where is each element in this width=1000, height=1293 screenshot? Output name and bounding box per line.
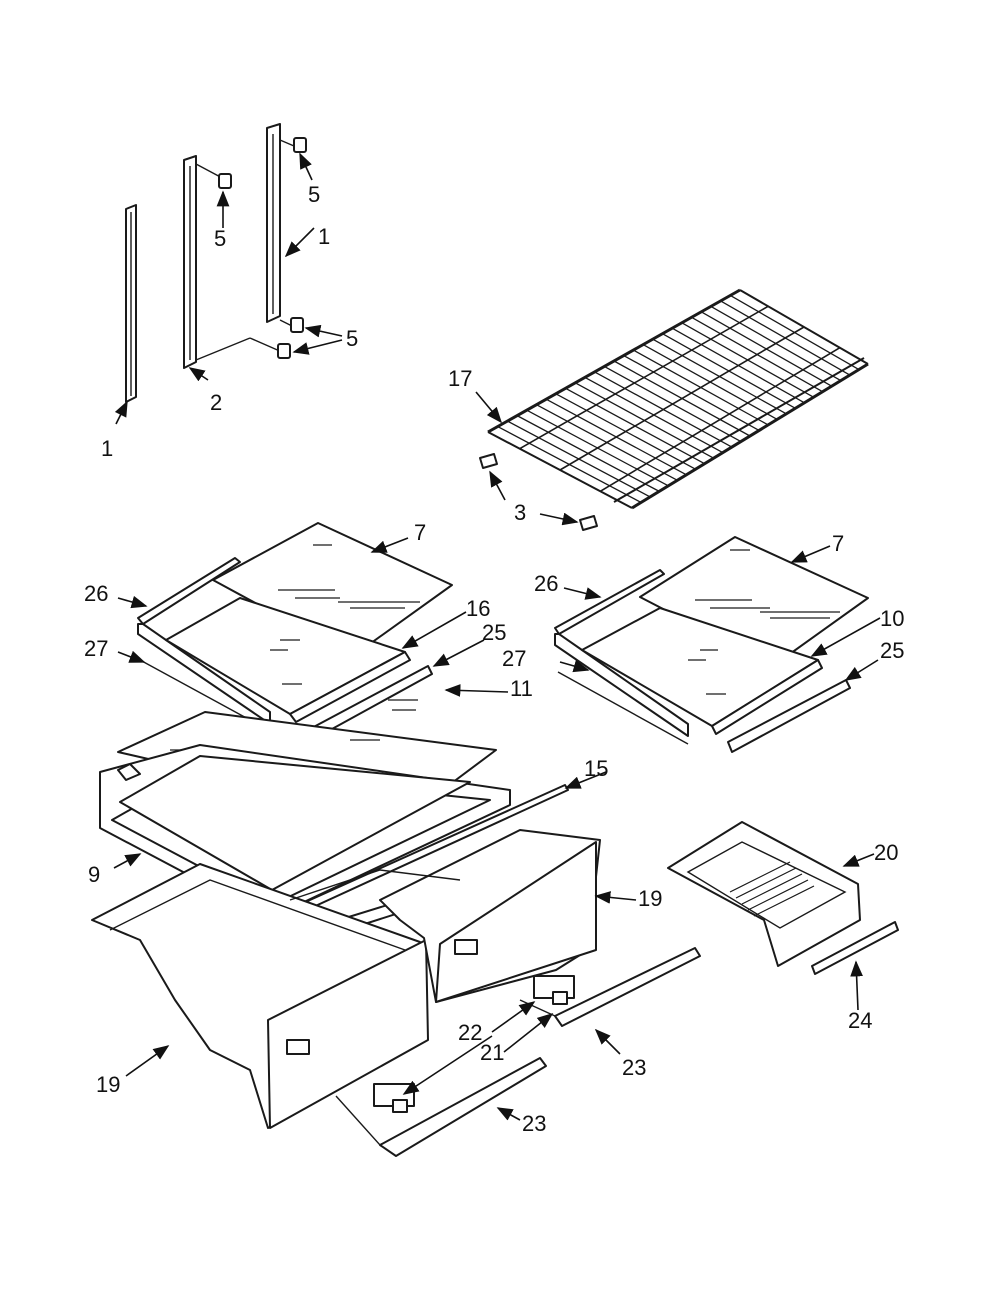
callout-labels: 1 1 2 3 5 5 5 7 7 9 10 11 15 16 17 19 19…: [84, 182, 904, 1136]
callout-19-right: 19: [638, 886, 662, 911]
callout-16: 16: [466, 596, 490, 621]
wire-shelf: [487, 288, 869, 510]
wire-shelf-wire: [519, 305, 769, 450]
callout-10: 10: [880, 606, 904, 631]
glass-shelf-right: [554, 536, 869, 745]
callout-2: 2: [210, 390, 222, 415]
glass-shelf-left: [137, 522, 453, 733]
leader-lines: [113, 152, 881, 1121]
screw-lower-a: [279, 317, 304, 333]
callout-27-left: 27: [84, 636, 108, 661]
callout-5-center: 5: [214, 226, 226, 251]
callout-1-right: 1: [318, 224, 330, 249]
glass-shelf-right-hatch: [688, 549, 840, 695]
drawer-rail-front: [335, 1057, 547, 1157]
callout-15: 15: [584, 756, 608, 781]
callout-19-left: 19: [96, 1072, 120, 1097]
screw-lower-b: [277, 343, 291, 359]
glass-shelf-left-hatch: [270, 544, 420, 685]
callout-17: 17: [448, 366, 472, 391]
screw-top-right: [279, 137, 307, 153]
callout-1-left: 1: [101, 436, 113, 461]
callout-25-right: 25: [880, 638, 904, 663]
callout-20: 20: [874, 840, 898, 865]
callout-5-lower: 5: [346, 326, 358, 351]
shelf-support-b: [579, 515, 598, 531]
shelf-rail-left: [125, 204, 137, 403]
callout-27-right: 27: [502, 646, 526, 671]
callout-26-left: 26: [84, 581, 108, 606]
trim-strip-25-right: [727, 679, 851, 753]
callout-9: 9: [88, 862, 100, 887]
crisper-drawer-back: [289, 829, 601, 1003]
callout-23-right: 23: [622, 1055, 646, 1080]
screw-center: [218, 173, 232, 189]
wire-shelf-wire: [599, 347, 841, 492]
callout-11: 11: [510, 676, 533, 701]
slide-clip-back: [533, 975, 575, 1005]
callout-5-top: 5: [308, 182, 320, 207]
callout-3: 3: [514, 500, 526, 525]
shelf-rail-center: [183, 155, 283, 369]
callout-21: 21: [480, 1040, 504, 1065]
shelf-rail-right: [266, 123, 281, 323]
callout-23-left: 23: [522, 1111, 546, 1136]
callout-26-right: 26: [534, 571, 558, 596]
callout-22: 22: [458, 1020, 482, 1045]
slide-clip-front: [373, 1083, 415, 1113]
callout-24: 24: [848, 1008, 872, 1033]
wire-shelf-wire: [559, 326, 805, 471]
crisper-drawer-front: [91, 863, 429, 1129]
meat-pan-rail: [811, 921, 899, 975]
callout-25-left: 25: [482, 620, 506, 645]
meat-pan: [667, 821, 861, 967]
callout-7-left: 7: [414, 520, 426, 545]
callout-7-right: 7: [832, 531, 844, 556]
shelf-support-a: [479, 453, 498, 469]
